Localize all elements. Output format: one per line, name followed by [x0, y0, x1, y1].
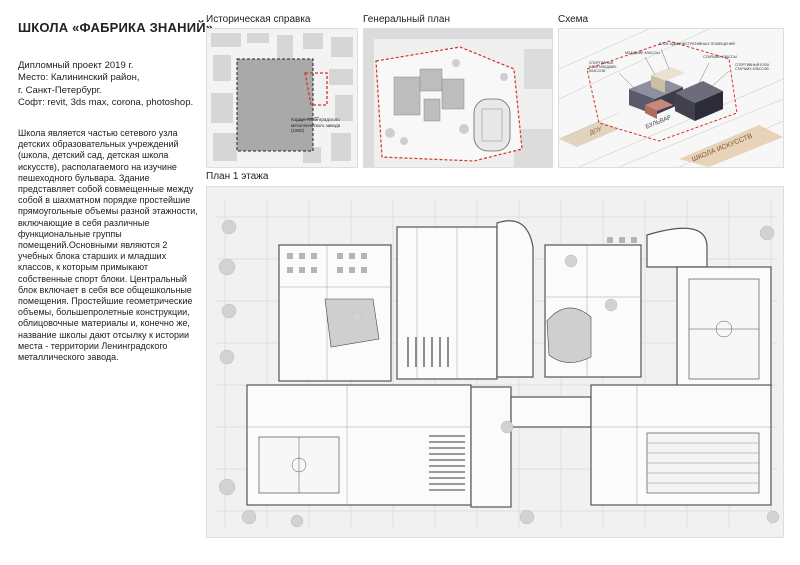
- floorplan: [206, 186, 784, 538]
- history-map-drawing: [207, 29, 357, 167]
- project-meta: Дипломный проект 2019 г. Место: Калининс…: [18, 60, 198, 110]
- masterplan-drawing: [364, 29, 552, 167]
- floorplan-label: План 1 этажа: [206, 171, 269, 182]
- scheme-label-senior: СТАРШИЕ КЛАССЫ: [703, 55, 737, 59]
- page-title: ШКОЛА «ФАБРИКА ЗНАНИЙ»: [18, 20, 214, 35]
- meta-line: г. Санкт-Петербург.: [18, 84, 102, 96]
- scheme-label-sport-senior: СПОРТИВНЫЙ БЛОК СТАРШИХ КЛАССОВ: [735, 63, 770, 71]
- meta-line: Дипломный проект 2019 г.: [18, 60, 134, 71]
- history-annotation: Корпус Ленинградского металлического зав…: [291, 117, 340, 134]
- scheme-label: Схема: [558, 14, 589, 25]
- history-label: Историческая справка: [206, 14, 311, 25]
- masterplan-map: [363, 28, 553, 168]
- scheme-label-sport-junior: СПОРТИВНЫЙ БЛОК МЛАДШИХ КЛАССОВ: [589, 61, 617, 73]
- project-description: Школа является частью сетевого узла детс…: [18, 128, 198, 363]
- annotation-line: (1960): [291, 128, 305, 133]
- meta-line: Место: Калининский район,: [18, 72, 140, 84]
- meta-line: Софт: revit, 3ds max, corona, photoshop.: [18, 97, 194, 109]
- scheme-label-junior: МЛАДШИЕ КЛАССЫ: [625, 51, 660, 55]
- scheme-drawing: [559, 29, 783, 167]
- scheme-label-admin: БЛОК АДМИНИСТРАТИВНЫХ ПОМЕЩЕНИЙ: [659, 42, 735, 46]
- annotation-line: Корпус Ленинградского: [291, 117, 340, 122]
- masterplan-label: Генеральный план: [363, 14, 450, 25]
- floorplan-drawing: [207, 187, 783, 537]
- scheme-axonometry: БЛОК АДМИНИСТРАТИВНЫХ ПОМЕЩЕНИЙ МЛАДШИЕ …: [558, 28, 784, 168]
- history-map: Корпус Ленинградского металлического зав…: [206, 28, 358, 168]
- annotation-line: металлического завода: [291, 122, 341, 128]
